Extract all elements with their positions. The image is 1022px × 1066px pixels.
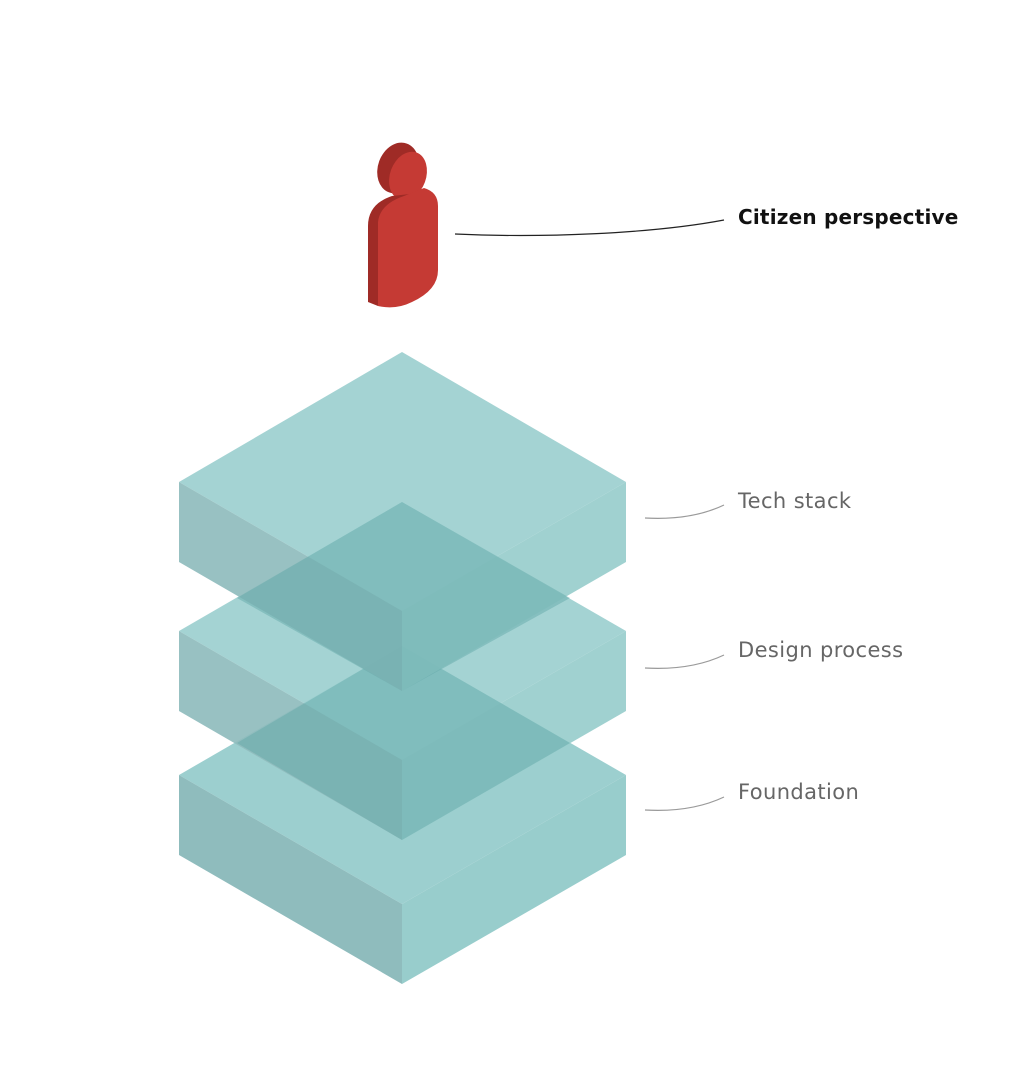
layer-tech-stack [179, 352, 626, 691]
leader-line-foundation [644, 796, 725, 811]
leader-line-tech [644, 504, 725, 519]
person-icon [368, 142, 438, 308]
leader-line-citizen [454, 219, 725, 237]
leader-line-design [644, 654, 725, 669]
foundation-label: Foundation [738, 780, 860, 804]
tech-stack-label: Tech stack [738, 489, 852, 513]
citizen-perspective-label: Citizen perspective [738, 205, 959, 229]
design-process-label: Design process [738, 638, 904, 662]
